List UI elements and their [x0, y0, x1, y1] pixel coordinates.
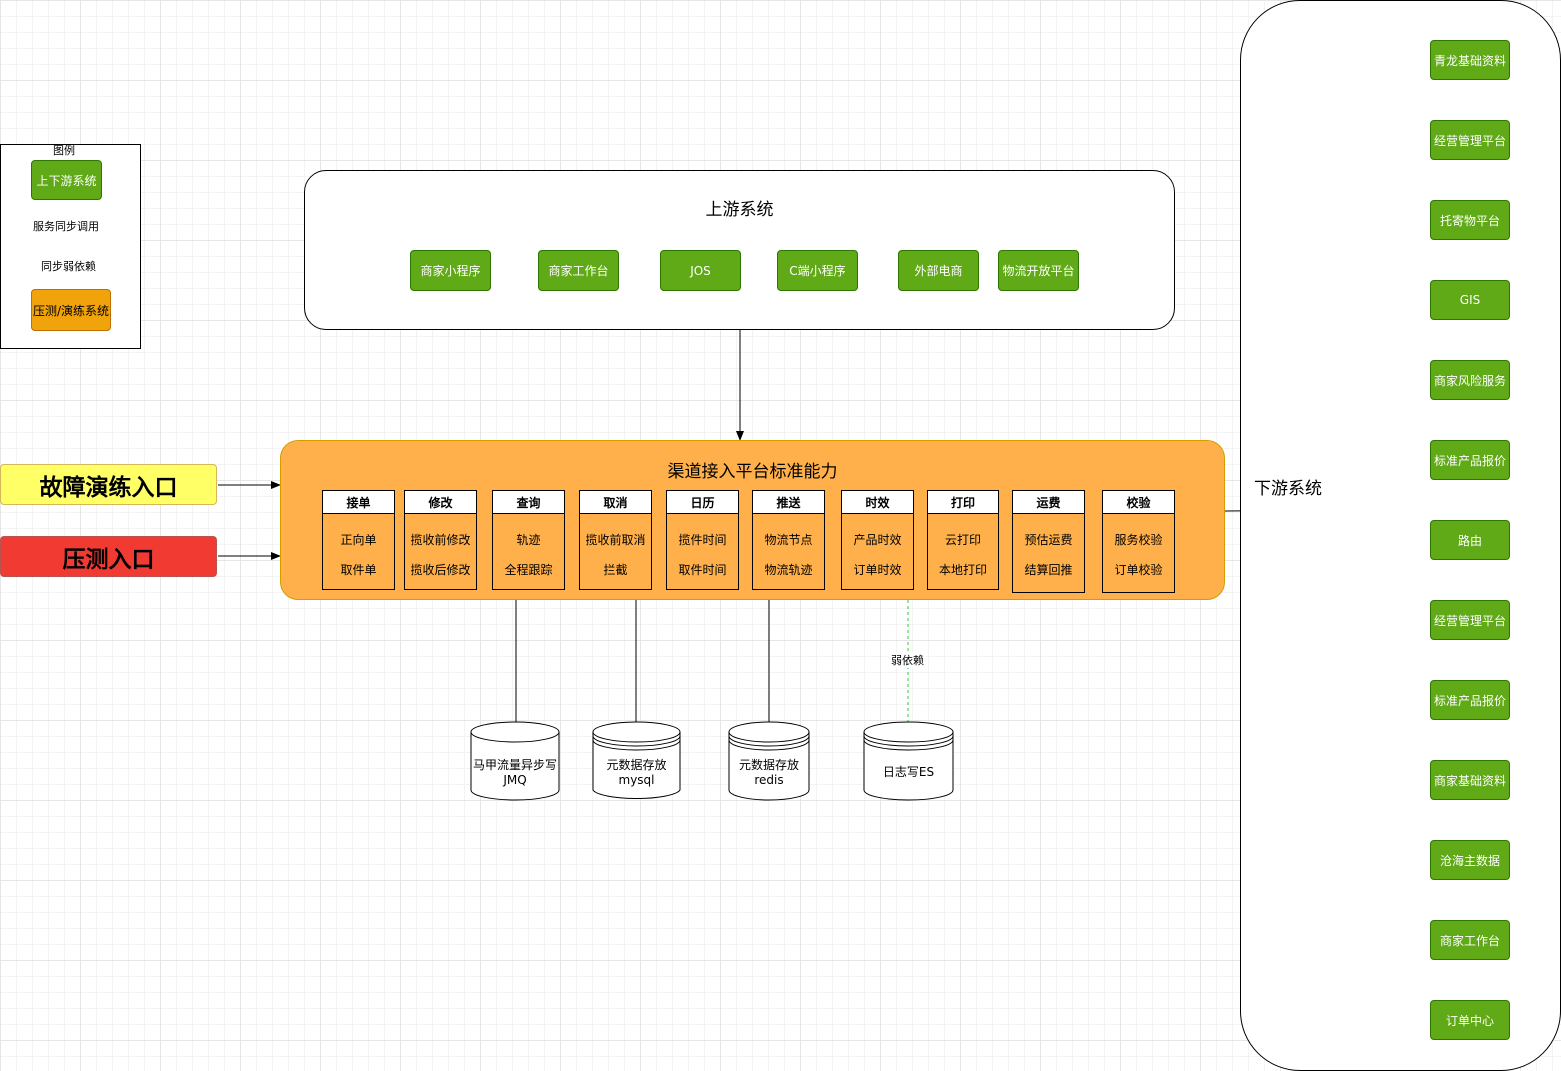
downstream-title: 下游系统: [1254, 479, 1322, 499]
downstream-system[interactable]: 商家工作台: [1430, 920, 1510, 960]
legend: 图例 上下游系统 服务同步调用 同步弱依赖 压测/演练系统: [0, 144, 141, 349]
upstream-system[interactable]: 外部电商: [898, 250, 979, 291]
capability-item[interactable]: 服务校验: [1114, 533, 1163, 547]
legend-weak-label: 同步弱依赖: [41, 260, 96, 273]
downstream-system[interactable]: 商家风险服务: [1430, 360, 1510, 400]
capability-item[interactable]: 拦截: [603, 563, 628, 577]
capability-item[interactable]: 揽件时间: [678, 533, 727, 547]
db-es: [863, 721, 954, 801]
capability-item[interactable]: 轨迹: [516, 533, 541, 547]
downstream-system[interactable]: 沧海主数据: [1430, 840, 1510, 880]
capability-item[interactable]: 取件时间: [678, 563, 727, 577]
capability-item[interactable]: 揽收前修改: [410, 533, 471, 547]
db-mysql: [592, 721, 681, 799]
downstream-system[interactable]: 标准产品报价: [1430, 440, 1510, 480]
downstream-system[interactable]: 标准产品报价: [1430, 680, 1510, 720]
legend-title: 图例: [53, 144, 75, 157]
upstream-system[interactable]: 物流开放平台: [998, 250, 1079, 291]
capability-block: 取消揽收前取消拦截: [579, 490, 652, 590]
downstream-system[interactable]: 经营管理平台: [1430, 120, 1510, 160]
weak-dependency-label: 弱依赖: [889, 652, 926, 668]
capability-item[interactable]: 正向单: [340, 533, 377, 547]
capability-block: 修改揽收前修改揽收后修改: [404, 490, 477, 590]
capability-name: 推送: [753, 491, 824, 514]
capability-block: 运费预估运费结算回推: [1012, 490, 1085, 593]
capability-name: 时效: [842, 491, 913, 514]
capability-block: 日历揽件时间取件时间: [666, 490, 739, 590]
downstream-system[interactable]: 青龙基础资料: [1430, 40, 1510, 80]
downstream-container: [1240, 0, 1561, 1071]
capability-name: 日历: [667, 491, 738, 514]
capability-item[interactable]: 订单校验: [1114, 563, 1163, 577]
capability-name: 修改: [405, 491, 476, 514]
db-es-label: 日志写ES: [882, 765, 935, 779]
capability-item[interactable]: 全程跟踪: [504, 563, 553, 577]
db-jmq: [470, 721, 560, 801]
capability-item[interactable]: 订单时效: [853, 563, 902, 577]
fault-drill-entry[interactable]: 故障演练入口: [0, 464, 217, 505]
capability-name: 查询: [493, 491, 564, 514]
upstream-title: 上游系统: [705, 200, 774, 220]
downstream-system[interactable]: 订单中心: [1430, 1000, 1510, 1040]
pressure-test-entry[interactable]: 压测入口: [0, 536, 217, 577]
capability-item[interactable]: 本地打印: [938, 563, 987, 577]
capability-name: 运费: [1013, 491, 1084, 514]
capability-block: 推送物流节点物流轨迹: [752, 490, 825, 590]
capability-item[interactable]: 揽收前取消: [585, 533, 646, 547]
capability-name: 取消: [580, 491, 651, 514]
capability-item[interactable]: 取件单: [340, 563, 377, 577]
legend-sync-label: 服务同步调用: [33, 220, 99, 233]
platform-title: 渠道接入平台标准能力: [667, 462, 838, 482]
downstream-system[interactable]: 经营管理平台: [1430, 600, 1510, 640]
capability-item[interactable]: 物流节点: [764, 533, 813, 547]
downstream-system[interactable]: 商家基础资料: [1430, 760, 1510, 800]
upstream-system[interactable]: 商家工作台: [538, 250, 619, 291]
db-redis: [728, 721, 810, 801]
capability-item[interactable]: 云打印: [944, 533, 981, 547]
capability-block: 接单正向单取件单: [322, 490, 395, 590]
capability-name: 校验: [1103, 491, 1174, 514]
capability-item[interactable]: 结算回推: [1024, 563, 1073, 577]
downstream-system[interactable]: GIS: [1430, 280, 1510, 320]
capability-name: 接单: [323, 491, 394, 514]
capability-item[interactable]: 产品时效: [853, 533, 902, 547]
upstream-system[interactable]: 商家小程序: [410, 250, 491, 291]
upstream-system[interactable]: JOS: [660, 250, 741, 291]
legend-pressure-box: 压测/演练系统: [31, 289, 111, 331]
capability-item[interactable]: 预估运费: [1024, 533, 1073, 547]
upstream-system[interactable]: C端小程序: [777, 250, 858, 291]
capability-block: 校验服务校验订单校验: [1102, 490, 1175, 593]
capability-item[interactable]: 揽收后修改: [410, 563, 471, 577]
legend-system-box: 上下游系统: [31, 160, 102, 200]
capability-name: 打印: [928, 491, 998, 514]
capability-item[interactable]: 物流轨迹: [764, 563, 813, 577]
capability-block: 时效产品时效订单时效: [841, 490, 914, 590]
capability-block: 打印云打印本地打印: [927, 490, 999, 590]
capability-block: 查询轨迹全程跟踪: [492, 490, 565, 590]
downstream-system[interactable]: 托寄物平台: [1430, 200, 1510, 240]
downstream-system[interactable]: 路由: [1430, 520, 1510, 560]
